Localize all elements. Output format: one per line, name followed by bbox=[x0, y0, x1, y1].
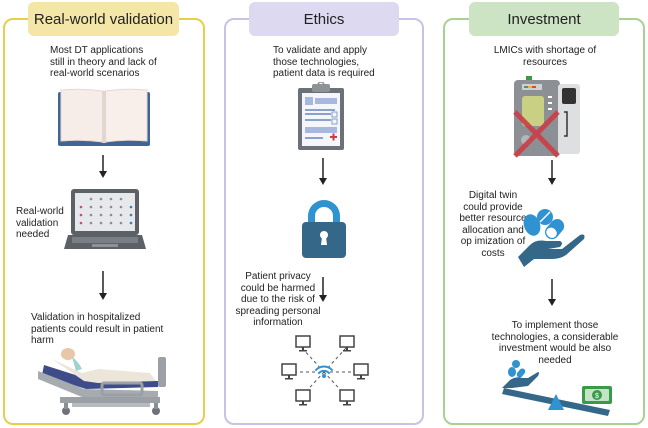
text-line: technologies, a considerable bbox=[491, 331, 619, 343]
text-line: still in theory and lack of bbox=[50, 56, 157, 68]
data-dot bbox=[119, 205, 123, 209]
data-dot bbox=[109, 197, 113, 201]
text-line: investment would be also bbox=[498, 343, 612, 354]
arrow-down-icon bbox=[318, 158, 328, 186]
data-dot bbox=[129, 205, 133, 209]
text-line: spreading personal bbox=[235, 305, 321, 317]
data-dot bbox=[89, 205, 93, 209]
text-line: Validation in hospitalized bbox=[31, 312, 141, 323]
text-line: information bbox=[253, 317, 303, 328]
step-text: LMICs with shortage of resources bbox=[480, 45, 610, 68]
text-line: LMICs with shortage of bbox=[493, 45, 597, 56]
data-dot bbox=[79, 213, 83, 217]
text-line: better resource bbox=[459, 213, 527, 224]
text-line: needed bbox=[16, 229, 50, 240]
text-line: costs bbox=[481, 247, 505, 259]
data-dot bbox=[99, 221, 103, 225]
step-text: Validation in hospitalized patients coul… bbox=[31, 312, 163, 347]
data-dot bbox=[99, 197, 103, 201]
computer-monitor-icon bbox=[281, 363, 297, 380]
arrow-down-icon bbox=[318, 277, 328, 303]
step-text: Real-world validation needed bbox=[16, 206, 64, 241]
network-computers-wifi-icon bbox=[281, 335, 369, 406]
text-line: Digital twin bbox=[468, 190, 518, 201]
hospital-bed-patient-icon bbox=[38, 348, 166, 415]
text-line: resources bbox=[523, 56, 567, 68]
text-line: patients could result in patient bbox=[31, 323, 164, 335]
crossed-out-medical-device-icon bbox=[513, 76, 580, 158]
computer-monitor-icon bbox=[295, 389, 311, 406]
text-line: To implement those bbox=[511, 320, 599, 331]
arrow-down-icon bbox=[547, 279, 557, 307]
padlock-icon bbox=[302, 200, 346, 258]
data-dot bbox=[129, 221, 133, 225]
data-dot bbox=[109, 221, 113, 225]
data-dot bbox=[99, 213, 103, 217]
text-line: patient data is required bbox=[273, 68, 375, 79]
arrow-down-icon bbox=[98, 271, 108, 301]
text-line: harm bbox=[31, 335, 54, 346]
text-line: To validate and apply bbox=[273, 45, 367, 56]
text-line: those technologies, bbox=[273, 56, 360, 68]
step-text: Most DT applications still in theory and… bbox=[50, 45, 157, 80]
text-line: needed bbox=[538, 354, 572, 366]
data-dot bbox=[129, 213, 133, 217]
laptop-data-icon bbox=[64, 189, 146, 249]
data-dot bbox=[109, 205, 113, 209]
panel-title-real-world-validation: Real-world validation bbox=[28, 2, 179, 36]
data-dot bbox=[89, 213, 93, 217]
panel-title-investment: Investment bbox=[469, 2, 619, 36]
data-dot bbox=[119, 213, 123, 217]
text-line: allocation and bbox=[462, 224, 524, 236]
text-line: op imization of bbox=[460, 236, 526, 247]
computer-monitor-icon bbox=[339, 335, 355, 352]
arrow-down-icon bbox=[547, 160, 557, 186]
data-dot bbox=[79, 205, 83, 209]
data-dot bbox=[109, 213, 113, 217]
computer-monitor-icon bbox=[353, 363, 369, 380]
text-line: could be harmed bbox=[240, 282, 316, 294]
step-text: Patient privacy could be harmed due to t… bbox=[228, 271, 328, 329]
computer-monitor-icon bbox=[339, 389, 355, 406]
panel-title-ethics: Ethics bbox=[249, 2, 399, 36]
data-dot bbox=[119, 221, 123, 225]
step-text: Digital twin could provide better resour… bbox=[455, 190, 531, 259]
data-dot bbox=[119, 197, 123, 201]
text-line: Real-world bbox=[16, 206, 64, 217]
step-text: To validate and apply those technologies… bbox=[273, 45, 375, 80]
hand-holding-pills-icon bbox=[518, 209, 585, 267]
open-book-icon bbox=[58, 88, 150, 146]
computer-monitor-icon bbox=[295, 335, 311, 352]
text-line: Patient privacy bbox=[245, 271, 311, 282]
data-dot bbox=[99, 205, 103, 209]
text-line: real-world scenarios bbox=[50, 68, 140, 79]
seesaw-pills-money-icon: $ bbox=[502, 360, 612, 416]
step-text: To implement those technologies, a consi… bbox=[490, 320, 620, 366]
text-line: validation bbox=[16, 217, 59, 229]
dollar-sign: $ bbox=[595, 393, 599, 400]
text-line: could provide bbox=[463, 201, 523, 213]
text-line: due to the risk of bbox=[241, 294, 315, 305]
data-dot bbox=[89, 197, 93, 201]
data-dot bbox=[79, 221, 83, 225]
clipboard-medical-record-icon bbox=[298, 82, 344, 150]
text-line: Most DT applications bbox=[50, 45, 144, 56]
data-dot bbox=[89, 221, 93, 225]
arrow-down-icon bbox=[98, 155, 108, 179]
